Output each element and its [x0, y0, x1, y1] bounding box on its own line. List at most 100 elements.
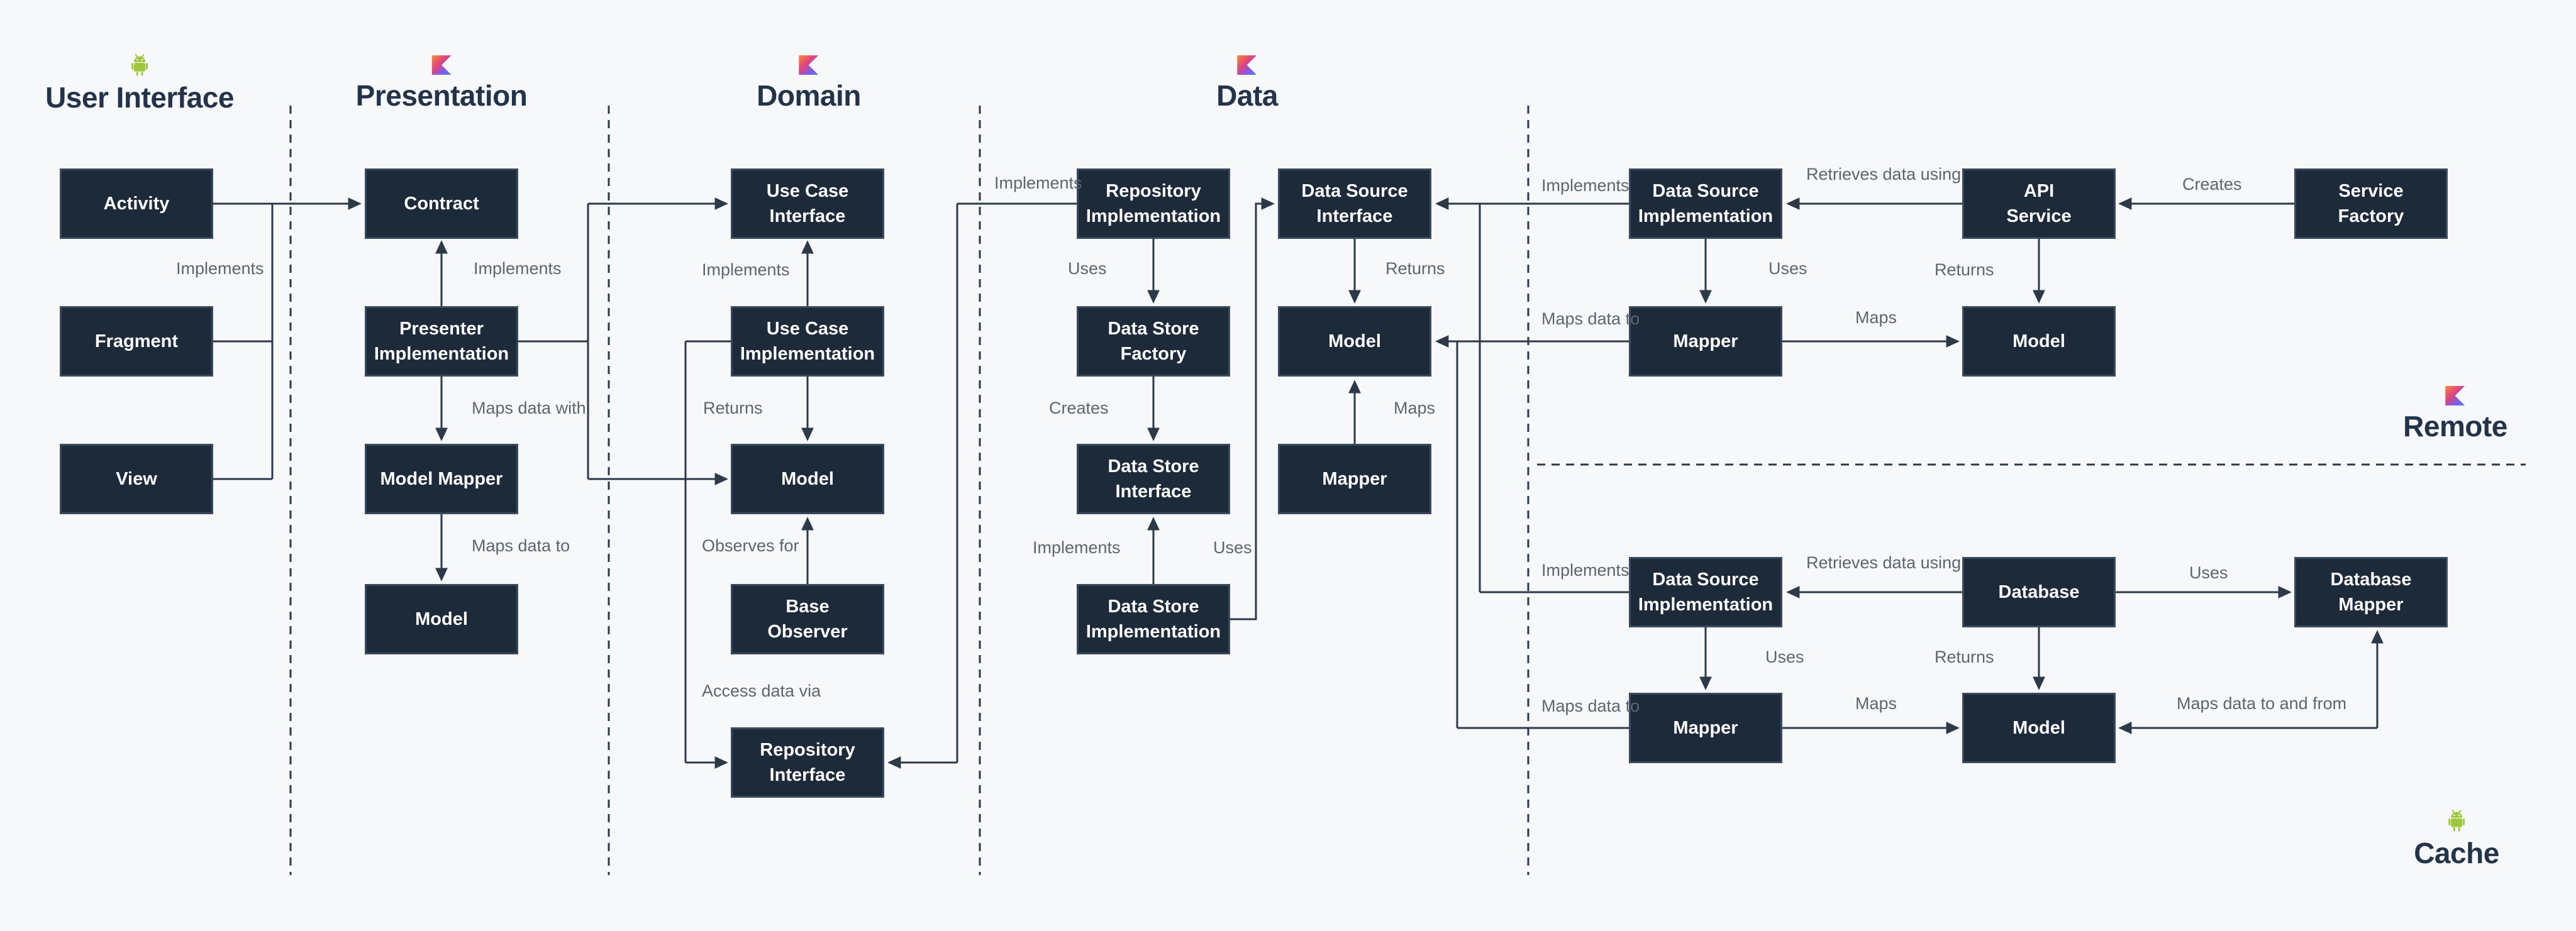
box-data-store-interface: Data Store Interface — [1077, 444, 1230, 514]
box-data-store-implementation: Data Store Implementation — [1077, 584, 1230, 654]
edge-label-cache-retrieves-data-using: Retrieves data using — [1806, 553, 1962, 572]
edge-label-remote-uses: Uses — [1768, 259, 1807, 278]
box-label: View — [116, 469, 157, 489]
kotlin-icon — [799, 55, 819, 75]
box-label: Model — [415, 609, 468, 629]
box-cache-model: Model — [1962, 693, 2116, 763]
box-remote-mapper: Mapper — [1629, 306, 1782, 377]
box-remote-data-source-implementation: Data Source Implementation — [1629, 168, 1782, 239]
box-label: Data Store Interface — [1108, 456, 1199, 502]
edge-label-data-returns: Returns — [1385, 259, 1445, 278]
box-repository-implementation: Repository Implementation — [1077, 168, 1230, 239]
box-label: Model Mapper — [380, 469, 503, 489]
box-label: Model — [2012, 331, 2065, 351]
edge-label-data-store-implements: Implements — [1033, 538, 1121, 557]
box-repository-interface: Repository Interface — [731, 727, 884, 798]
box-label: Mapper — [1322, 469, 1387, 489]
section-header-presentation: Presentation — [356, 55, 528, 113]
box-label: Database Mapper — [2330, 570, 2412, 615]
box-use-case-implementation: Use Case Implementation — [731, 306, 884, 377]
box-database: Database — [1962, 557, 2116, 627]
edge-label-remote-creates: Creates — [2182, 175, 2242, 194]
box-label: Data Store Factory — [1108, 319, 1199, 364]
edge-label-remote-maps-data-to: Maps data to — [1541, 309, 1640, 328]
android-icon — [2446, 808, 2467, 832]
box-remote-model: Model — [1962, 306, 2116, 377]
box-label: Contract — [404, 194, 479, 214]
edge-label-remote-retrieves-data-using: Retrieves data using — [1806, 165, 1962, 184]
edge-label-remote-maps: Maps — [1855, 308, 1897, 327]
box-model-mapper: Model Mapper — [365, 444, 518, 514]
edge-label-cache-maps-data-to: Maps data to — [1541, 697, 1640, 715]
edge-label-cache-maps: Maps — [1855, 694, 1897, 713]
edge-label-cache-implements: Implements — [1541, 561, 1629, 580]
section-title: Data — [1216, 79, 1278, 112]
section-header-domain: Domain — [757, 55, 861, 113]
section-title: Domain — [757, 79, 861, 112]
box-data-mapper: Mapper — [1278, 444, 1431, 514]
section-title: Remote — [2403, 410, 2507, 443]
box-data-source-interface: Data Source Interface — [1278, 168, 1431, 239]
box-label: Repository Implementation — [1085, 181, 1221, 226]
edge-label-data-store-uses: Uses — [1213, 538, 1252, 557]
box-label: Service Factory — [2338, 181, 2404, 226]
box-label: Activity — [103, 194, 170, 214]
box-label: Presenter Implementation — [374, 319, 509, 364]
edge-label-domain-access-data-via: Access data via — [702, 681, 821, 700]
edge-label-presentation-implements: Implements — [474, 259, 562, 278]
box-label: Repository Interface — [760, 740, 855, 785]
box-domain-model: Model — [731, 444, 884, 514]
edge-label-presentation-maps-data-to: Maps data to — [472, 536, 570, 555]
box-label: Model — [781, 469, 834, 489]
edge-label-domain-observes-for: Observes for — [702, 536, 799, 555]
edge-label-data-uses: Uses — [1068, 259, 1107, 278]
box-label: Fragment — [94, 331, 179, 351]
box-label: Mapper — [1673, 718, 1738, 738]
box-presentation-model: Model — [365, 584, 518, 654]
box-cache-mapper: Mapper — [1629, 693, 1782, 763]
box-label: Model — [2012, 718, 2065, 738]
box-service-factory: Service Factory — [2294, 168, 2448, 239]
box-contract: Contract — [365, 168, 518, 239]
kotlin-icon — [2445, 386, 2465, 405]
box-data-model: Model — [1278, 306, 1431, 377]
edge-label-cache-maps-data-to-and-from: Maps data to and from — [2177, 694, 2347, 713]
kotlin-icon — [431, 55, 452, 75]
section-header-data: Data — [1216, 55, 1278, 113]
edge-label-cache-uses: Uses — [1765, 647, 1804, 666]
edge-label-domain-returns: Returns — [703, 399, 763, 417]
edge-label-data-maps: Maps — [1394, 399, 1436, 417]
section-header-remote: Remote — [2403, 386, 2507, 443]
box-label: Mapper — [1673, 331, 1738, 351]
edge-label-domain-implements: Implements — [702, 260, 790, 279]
edge-label-data-creates: Creates — [1049, 399, 1109, 417]
box-base-observer: Base Observer — [731, 584, 884, 654]
box-fragment: Fragment — [60, 306, 213, 377]
box-label: Data Source Implementation — [1638, 570, 1774, 615]
edge-label-ui-implements: Implements — [176, 259, 264, 278]
edge-label-presentation-maps-data-with: Maps data with — [472, 399, 586, 417]
box-label: Data Source Interface — [1301, 181, 1408, 226]
box-label: Use Case Implementation — [740, 319, 875, 364]
box-label: Database — [1998, 582, 2080, 602]
box-label: Data Source Implementation — [1638, 181, 1774, 226]
box-cache-data-source-implementation: Data Source Implementation — [1629, 557, 1782, 627]
box-label: Use Case Interface — [766, 181, 849, 226]
box-label: API Service — [2006, 181, 2072, 226]
edge-label-cache-returns: Returns — [1935, 647, 1994, 666]
edge-label-remote-implements: Implements — [1541, 176, 1629, 195]
box-label: Data Store Implementation — [1085, 597, 1221, 642]
box-label: Model — [1328, 331, 1381, 351]
edge-label-data-implements: Implements — [994, 174, 1082, 192]
section-header-cache: Cache — [2414, 808, 2499, 870]
box-api-service: API Service — [1962, 168, 2116, 239]
box-database-mapper: Database Mapper — [2294, 557, 2448, 627]
section-title: Cache — [2414, 837, 2499, 869]
section-title: Presentation — [355, 79, 528, 112]
box-presenter-implementation: Presenter Implementation — [365, 306, 518, 377]
section-title: User Interface — [45, 81, 234, 114]
box-label: Base Observer — [767, 597, 848, 642]
box-data-store-factory: Data Store Factory — [1077, 306, 1230, 377]
